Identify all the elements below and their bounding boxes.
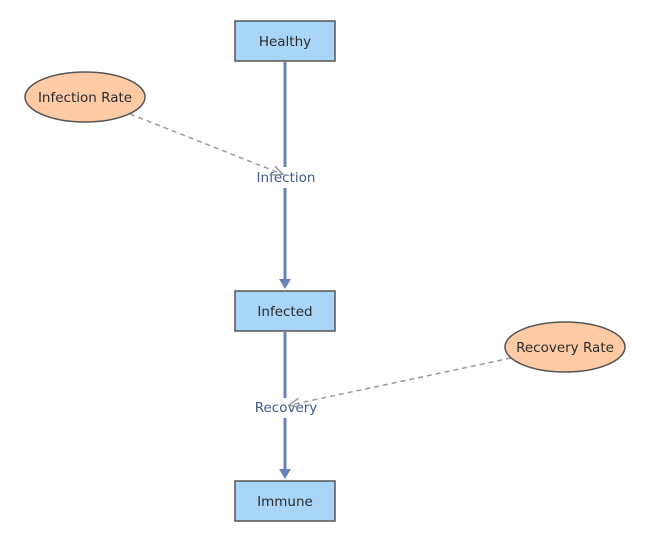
aux-infection-rate[interactable]: Infection Rate bbox=[24, 71, 146, 123]
stock-healthy-label: Healthy bbox=[259, 34, 311, 50]
aux-infection-rate-label: Infection Rate bbox=[38, 90, 132, 106]
stock-immune-label: Immune bbox=[257, 494, 313, 510]
stock-infected-label: Infected bbox=[257, 304, 312, 320]
flow-infection-label: Infection bbox=[257, 170, 316, 186]
link-infection-rate-to-infection bbox=[129, 113, 282, 174]
flow-recovery-label: Recovery bbox=[255, 400, 318, 416]
link-recovery-rate-to-recovery bbox=[290, 357, 512, 405]
stock-healthy[interactable]: Healthy bbox=[234, 20, 336, 62]
stock-infected[interactable]: Infected bbox=[234, 290, 336, 332]
flow-infection: Infection bbox=[257, 62, 316, 289]
aux-recovery-rate-label: Recovery Rate bbox=[516, 340, 614, 356]
stock-immune[interactable]: Immune bbox=[234, 480, 336, 522]
aux-recovery-rate[interactable]: Recovery Rate bbox=[504, 321, 626, 373]
flow-recovery: Recovery bbox=[255, 332, 318, 479]
